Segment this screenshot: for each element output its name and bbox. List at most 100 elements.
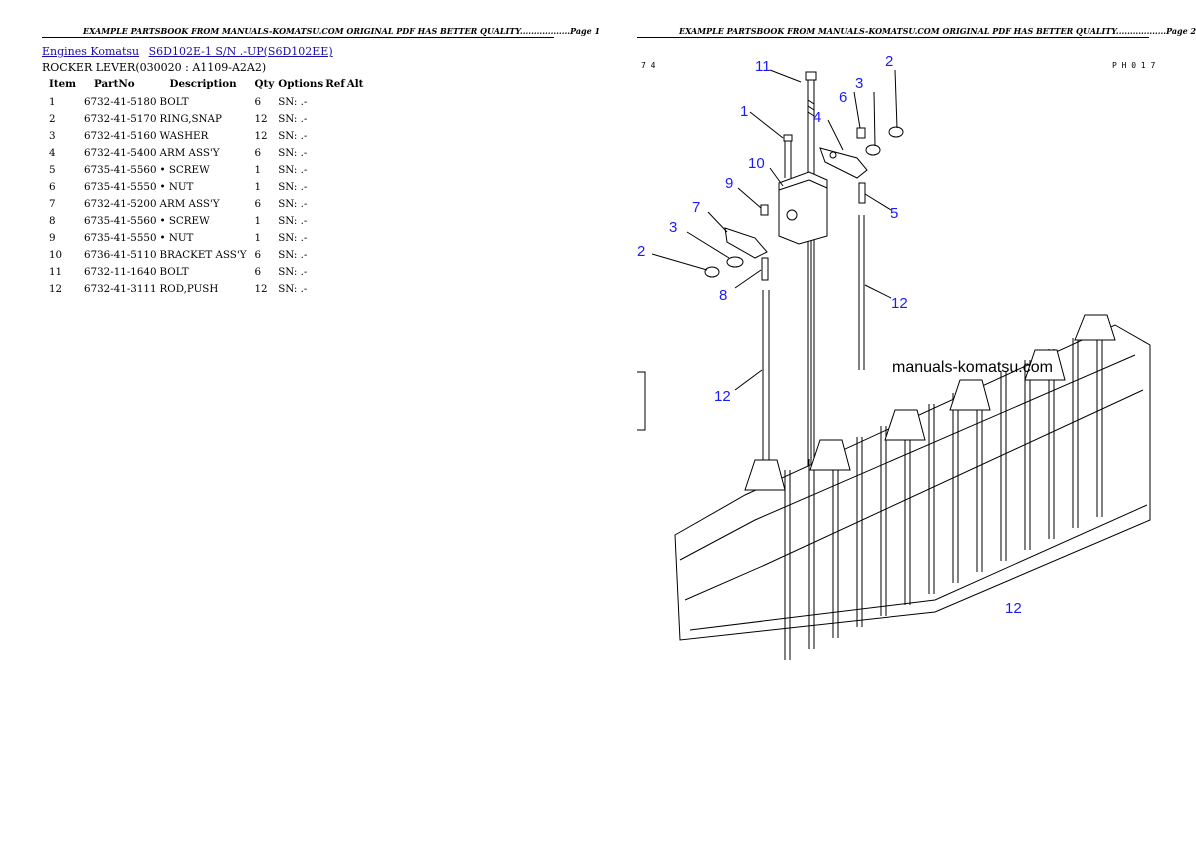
cell-partno: 6732-11-1640 (84, 265, 157, 278)
cell-options: SN: .- (278, 265, 308, 278)
cell-alt (347, 161, 368, 178)
callout-12-bottom: 12 (1005, 600, 1022, 617)
cell-ref (325, 280, 347, 297)
cell-description: • SCREW (159, 214, 210, 227)
cell-alt (347, 246, 368, 263)
cell-partno: 6732-41-3111 (84, 282, 157, 295)
cell-qty: 6 (254, 197, 262, 210)
cell-ref (325, 246, 347, 263)
cell-ref (325, 195, 347, 212)
cell-ref (325, 161, 347, 178)
figure-code-left: 7 4 (641, 61, 656, 70)
cell-options: SN: .- (278, 95, 308, 108)
cell-alt (347, 144, 368, 161)
cell-description: WASHER (159, 129, 209, 142)
cell-ref (325, 263, 347, 280)
cell-ref (325, 229, 347, 246)
cell-qty: 1 (254, 180, 262, 193)
col-alt: Alt (346, 77, 364, 90)
cell-options: SN: .- (278, 112, 308, 125)
callout-12-left: 12 (714, 388, 731, 405)
col-partno: PartNo (94, 77, 135, 90)
watermark: manuals-komatsu.com (892, 359, 1053, 376)
cell-description: BOLT (159, 265, 189, 278)
cell-qty: 1 (254, 163, 262, 176)
cell-description: • NUT (159, 180, 194, 193)
parts-list-page: EXAMPLE PARTSBOOK FROM MANUALS-KOMATSU.C… (0, 0, 600, 842)
col-qty: Qty (254, 77, 275, 90)
parts-table: Item PartNo Description Qty Options Ref … (45, 76, 367, 297)
cell-qty: 12 (254, 129, 268, 142)
col-item: Item (49, 77, 77, 90)
callout-10: 10 (748, 155, 765, 172)
page-header: EXAMPLE PARTSBOOK FROM MANUALS-KOMATSU.C… (83, 26, 601, 36)
cell-item: 5 (49, 163, 56, 176)
callout-7: 7 (692, 199, 700, 216)
col-ref: Ref (325, 77, 345, 90)
cell-ref (325, 178, 347, 195)
callout-6: 6 (839, 89, 847, 106)
cell-alt (347, 229, 368, 246)
table-header-row: Item PartNo Description Qty Options Ref … (45, 76, 367, 93)
callout-2-lower: 2 (637, 243, 645, 260)
col-options: Options (278, 77, 324, 90)
breadcrumb-link-model[interactable]: S6D102E-1 S/N .-UP(S6D102EE) (148, 45, 333, 58)
cell-qty: 6 (254, 265, 262, 278)
cell-item: 7 (49, 197, 56, 210)
cell-item: 6 (49, 180, 56, 193)
callout-labels: 11 2 6 3 1 4 10 9 5 7 3 2 8 12 12 12 (637, 53, 1022, 617)
diagram-page: EXAMPLE PARTSBOOK FROM MANUALS-KOMATSU.C… (595, 0, 1196, 842)
cell-partno: 6732-41-5400 (84, 146, 157, 159)
callout-3-lower: 3 (669, 219, 677, 236)
cell-alt (347, 212, 368, 229)
breadcrumb-link-engines[interactable]: Engines Komatsu (42, 45, 140, 58)
callout-5: 5 (890, 205, 898, 222)
cell-description: BOLT (159, 95, 189, 108)
cell-options: SN: .- (278, 129, 308, 142)
cell-alt (347, 110, 368, 127)
cell-item: 3 (49, 129, 56, 142)
cell-qty: 1 (254, 231, 262, 244)
cell-partno: 6735-41-5560 (84, 214, 157, 227)
cell-item: 2 (49, 112, 56, 125)
cell-partno: 6735-41-5550 (84, 180, 157, 193)
cell-description: RING,SNAP (159, 112, 222, 125)
cell-alt (347, 93, 368, 110)
page-header: EXAMPLE PARTSBOOK FROM MANUALS-KOMATSU.C… (679, 26, 1196, 36)
callout-8: 8 (719, 287, 727, 304)
cell-qty: 12 (254, 282, 268, 295)
header-divider (637, 37, 1149, 38)
cell-item: 12 (49, 282, 63, 295)
exploded-parts-diagram: 11 2 6 3 1 4 10 9 5 7 3 2 8 12 12 12 7 4… (637, 53, 1156, 660)
cell-item: 8 (49, 214, 56, 227)
group-title: ROCKER LEVER(030020 : A1109-A2A2) (42, 61, 267, 74)
cell-ref (325, 110, 347, 127)
cell-alt (347, 195, 368, 212)
cell-ref (325, 212, 347, 229)
callout-2-upper: 2 (885, 53, 893, 70)
cell-partno: 6732-41-5170 (84, 112, 157, 125)
header-divider (42, 37, 554, 38)
cell-alt (347, 127, 368, 144)
cell-description: ROD,PUSH (159, 282, 219, 295)
cell-alt (347, 280, 368, 297)
cell-qty: 6 (254, 95, 262, 108)
cell-description: ARM ASS'Y (159, 197, 220, 210)
cell-partno: 6735-41-5560 (84, 163, 157, 176)
cell-item: 4 (49, 146, 56, 159)
cell-description: ARM ASS'Y (159, 146, 220, 159)
cell-partno: 6732-41-5180 (84, 95, 157, 108)
cell-qty: 6 (254, 146, 262, 159)
cell-options: SN: .- (278, 248, 308, 261)
callout-4: 4 (813, 109, 821, 126)
